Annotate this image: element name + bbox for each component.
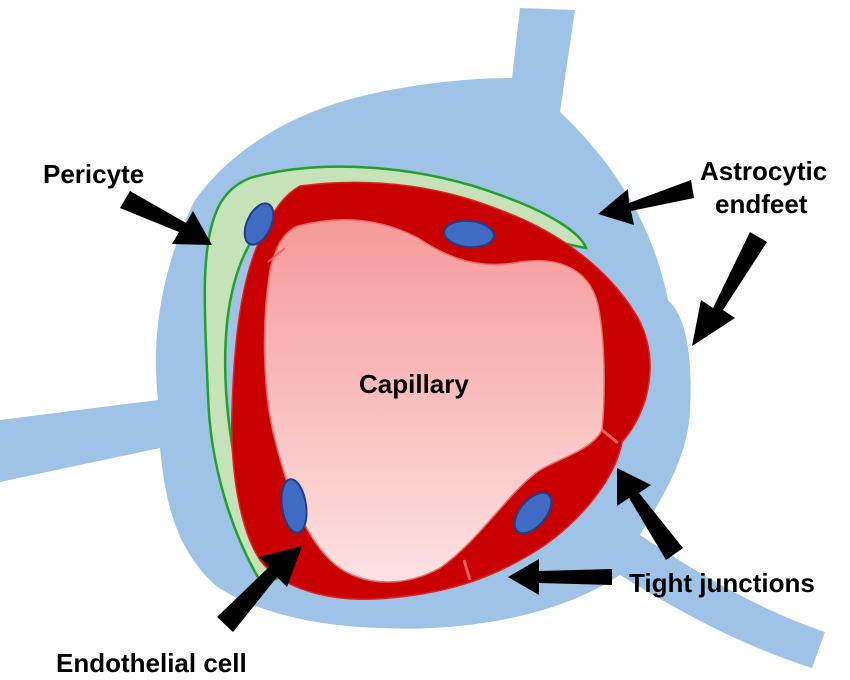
arrows: [120, 180, 767, 632]
lumen-area: [263, 219, 605, 583]
label-endothelial-cell: Endothelial cell: [56, 648, 247, 678]
tight-junction-marks: [267, 247, 619, 581]
pericyte-nucleus: [243, 202, 275, 246]
label-astrocytic-line1: Astrocytic: [700, 156, 827, 186]
label-pericyte: Pericyte: [43, 159, 144, 189]
label-tight-junctions: Tight junctions: [629, 568, 815, 598]
label-astrocytic-line2: endfeet: [715, 189, 808, 219]
arrow-pericyte: [120, 191, 212, 245]
arrow-tight-junction-right: [617, 468, 683, 560]
capillary-lumen: [263, 219, 605, 583]
endothelial-nucleus-top: [443, 219, 495, 249]
arrow-endothelial: [217, 546, 302, 632]
label-capillary: Capillary: [359, 369, 469, 399]
tight-junction-right: [601, 428, 619, 445]
pericyte: [203, 165, 588, 586]
tight-junction-top: [267, 247, 286, 263]
endothelial-nucleus-left: [280, 478, 308, 534]
arrow-astrocytic-upper: [598, 180, 694, 225]
nuclei: [243, 202, 553, 535]
arrow-tight-junction-bottom: [508, 559, 612, 595]
endothelial-nucleus-right: [513, 491, 553, 535]
tight-junction-bottom: [462, 559, 472, 581]
pericyte-body: [203, 165, 588, 586]
labels: Pericyte Astrocytic endfeet Capillary Ti…: [43, 156, 827, 678]
arrow-astrocytic-lower: [692, 232, 767, 346]
